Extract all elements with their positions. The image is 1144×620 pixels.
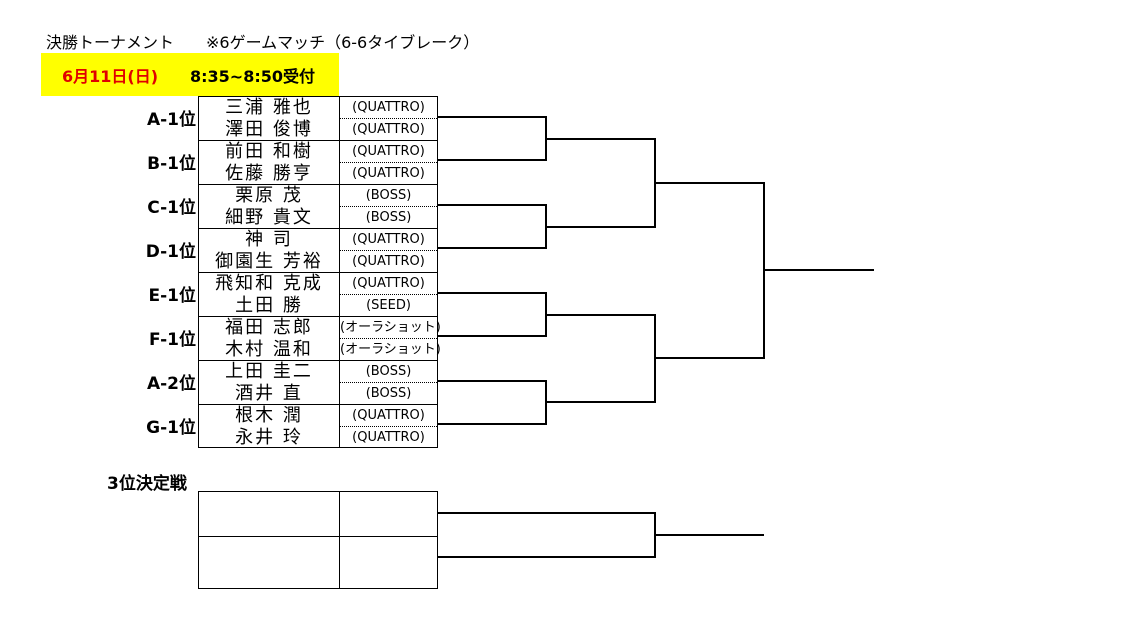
third-place-label: 3位決定戦: [107, 474, 187, 494]
player-name: 神 司: [245, 229, 293, 250]
player-name: 飛知和 克成: [215, 273, 323, 294]
player-row: 土田 勝 (SEED): [199, 295, 437, 317]
player-row: 永井 玲 (QUATTRO): [199, 427, 437, 449]
player-row: 前田 和樹 (QUATTRO): [199, 141, 437, 163]
player-club: (QUATTRO): [352, 100, 425, 115]
pair-divider: [199, 404, 437, 405]
player-row: 上田 圭二 (BOSS): [199, 361, 437, 383]
bracket-line: [655, 182, 765, 359]
player-club: (QUATTRO): [352, 122, 425, 137]
seed-label: A-2位: [146, 374, 196, 394]
player-row: 三浦 雅也 (QUATTRO): [199, 97, 437, 119]
player-row: 御園生 芳裕 (QUATTRO): [199, 251, 437, 273]
player-name: 三浦 雅也: [225, 97, 313, 118]
player-row: 根木 潤 (QUATTRO): [199, 405, 437, 427]
bracket-line: [438, 380, 547, 425]
reception-time: 8:35~8:50受付: [190, 67, 316, 86]
bracket-line: [546, 138, 656, 228]
bracket-line: [438, 292, 547, 337]
player-club: (QUATTRO): [352, 232, 425, 247]
pair-divider: [199, 184, 437, 185]
third-place-bracket-line: [438, 512, 656, 558]
seed-label: F-1位: [149, 330, 196, 350]
pair-divider: [199, 140, 437, 141]
player-row: 飛知和 克成 (QUATTRO): [199, 273, 437, 295]
player-row: 木村 温和 (オーラショット): [199, 339, 441, 361]
player-row: 神 司 (QUATTRO): [199, 229, 437, 251]
dotted-divider: [340, 250, 437, 251]
seed-label: B-1位: [147, 154, 196, 174]
third-place-table: [198, 491, 438, 589]
player-club: (QUATTRO): [352, 254, 425, 269]
player-name: 福田 志郎: [225, 317, 313, 338]
player-name: 土田 勝: [235, 295, 303, 316]
dotted-divider: [340, 382, 437, 383]
player-name: 酒井 直: [235, 383, 303, 404]
bracket-line: [546, 314, 656, 403]
player-club: (QUATTRO): [352, 430, 425, 445]
player-club: (QUATTRO): [352, 408, 425, 423]
dotted-divider: [340, 426, 437, 427]
player-name: 栗原 茂: [235, 185, 303, 206]
player-row: 栗原 茂 (BOSS): [199, 185, 437, 207]
dotted-divider: [340, 118, 437, 119]
player-club: (SEED): [366, 298, 411, 313]
player-name: 澤田 俊博: [225, 119, 313, 140]
bracket-line: [438, 204, 547, 249]
player-name: 御園生 芳裕: [215, 251, 323, 272]
row-divider: [199, 536, 437, 537]
seed-label: C-1位: [147, 198, 196, 218]
pair-divider: [199, 228, 437, 229]
player-club: (BOSS): [365, 386, 412, 401]
player-roster: 三浦 雅也 (QUATTRO) 澤田 俊博 (QUATTRO) 前田 和樹 (QUAT…: [198, 96, 441, 449]
dotted-divider: [340, 162, 437, 163]
event-date: 6月11日(日): [62, 67, 159, 86]
player-club: (BOSS): [365, 210, 412, 225]
player-club: (QUATTRO): [352, 144, 425, 159]
dotted-divider: [340, 206, 437, 207]
player-name: 木村 温和: [225, 339, 313, 360]
pair-divider: [199, 272, 437, 273]
player-name: 前田 和樹: [225, 141, 313, 162]
player-name: 根木 潤: [235, 405, 303, 426]
seed-label: E-1位: [148, 286, 197, 306]
pair-divider: [199, 316, 437, 317]
player-row: 酒井 直 (BOSS): [199, 383, 437, 405]
dotted-divider: [340, 338, 437, 339]
date-banner: [41, 53, 339, 96]
column-divider: [339, 492, 340, 588]
player-name: 上田 圭二: [225, 361, 313, 382]
dotted-divider: [340, 294, 437, 295]
player-name: 細野 貴文: [225, 207, 313, 228]
player-club: (オーラショット): [340, 320, 441, 335]
player-row: 佐藤 勝亨 (QUATTRO): [199, 163, 437, 185]
seed-label: A-1位: [146, 110, 196, 130]
player-row: 福田 志郎 (オーラショット): [199, 317, 441, 339]
player-club: (BOSS): [365, 364, 412, 379]
bracket-line: [438, 116, 547, 161]
player-club: (QUATTRO): [352, 276, 425, 291]
pair-divider: [199, 360, 437, 361]
seed-label: G-1位: [146, 418, 196, 438]
player-name: 佐藤 勝亨: [225, 163, 313, 184]
player-club: (オーラショット): [340, 342, 441, 357]
page-title: 決勝トーナメント ※6ゲームマッチ（6-6タイブレーク）: [46, 33, 480, 52]
player-name: 永井 玲: [235, 427, 303, 448]
player-club: (BOSS): [365, 188, 412, 203]
player-club: (QUATTRO): [352, 166, 425, 181]
player-row: 澤田 俊博 (QUATTRO): [199, 119, 437, 141]
player-row: 細野 貴文 (BOSS): [199, 207, 437, 229]
seed-label: D-1位: [145, 242, 196, 262]
